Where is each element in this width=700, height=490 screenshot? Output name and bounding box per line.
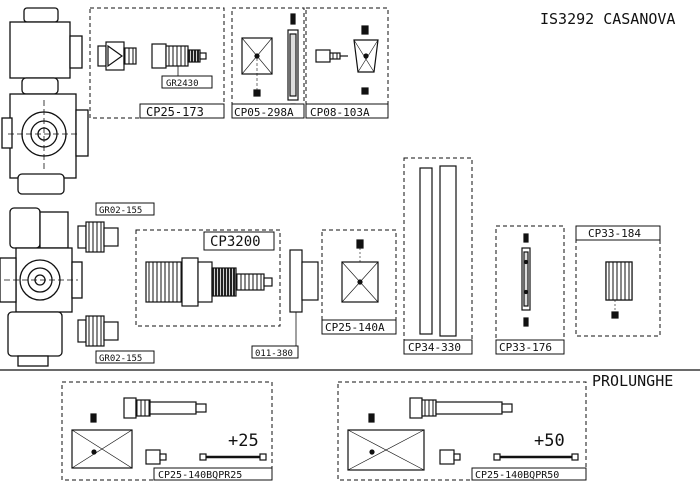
model-title: IS3292 CASANOVA bbox=[540, 10, 675, 28]
extensions-title: PROLUNGHE bbox=[592, 372, 673, 390]
comb-cp33-184 bbox=[605, 261, 633, 319]
ext50-adapter bbox=[439, 449, 461, 465]
flange-011-380 bbox=[289, 249, 319, 313]
cartridge-small-2 bbox=[151, 43, 207, 78]
label-gr02-155-bottom: GR02-155 bbox=[99, 354, 142, 364]
ext50-code: CP25-140BQPR50 bbox=[475, 470, 559, 481]
pin-cp08 bbox=[315, 49, 348, 63]
group-cp25-140a bbox=[321, 229, 397, 335]
ext25-cartridge bbox=[123, 397, 207, 419]
fitting-gr02-155-top bbox=[77, 221, 119, 253]
plate-cp25-140a bbox=[341, 239, 379, 303]
ext25-plate bbox=[71, 413, 133, 469]
bar-cp05 bbox=[287, 13, 299, 113]
label-cp05-298a: CP05-298A bbox=[234, 106, 294, 119]
ext25-adapter bbox=[145, 449, 167, 465]
label-cp34-330: CP34-330 bbox=[408, 341, 461, 354]
lever-cp08 bbox=[353, 25, 379, 95]
ext50-plate bbox=[347, 413, 425, 471]
group-ext50 bbox=[337, 381, 587, 481]
bar-cp33-176 bbox=[521, 233, 531, 327]
ext50-rod bbox=[493, 453, 579, 461]
label-cp08-103a: CP08-103A bbox=[310, 106, 370, 119]
label-cp3200: CP3200 bbox=[210, 234, 261, 250]
ext25-label: +25 bbox=[228, 431, 259, 451]
label-gr02-155-top: GR02-155 bbox=[99, 206, 142, 216]
fitting-gr02-155-bottom bbox=[77, 315, 119, 347]
cartridge-small-1 bbox=[97, 41, 137, 71]
label-cp33-176: CP33-176 bbox=[499, 341, 552, 354]
group-cp34-330 bbox=[403, 157, 473, 355]
ext25-rod bbox=[199, 453, 267, 461]
group-cp3200 bbox=[135, 229, 281, 327]
label-011-380: 011-380 bbox=[255, 349, 293, 359]
rods-cp34-330 bbox=[419, 165, 457, 337]
ext50-cartridge bbox=[409, 397, 513, 419]
valve-body-bottom bbox=[0, 207, 83, 367]
label-gr2430: GR2430 bbox=[166, 79, 199, 89]
ext50-label: +50 bbox=[534, 431, 565, 451]
label-cp25-173: CP25-173 bbox=[146, 105, 204, 119]
label-cp25-140a: CP25-140A bbox=[325, 321, 385, 334]
cartridge-cp3200 bbox=[145, 257, 273, 307]
label-cp33-184: CP33-184 bbox=[588, 227, 641, 240]
plate-cp05 bbox=[241, 37, 273, 97]
ext25-code: CP25-140BQPR25 bbox=[158, 470, 242, 481]
valve-body-top bbox=[1, 7, 89, 195]
